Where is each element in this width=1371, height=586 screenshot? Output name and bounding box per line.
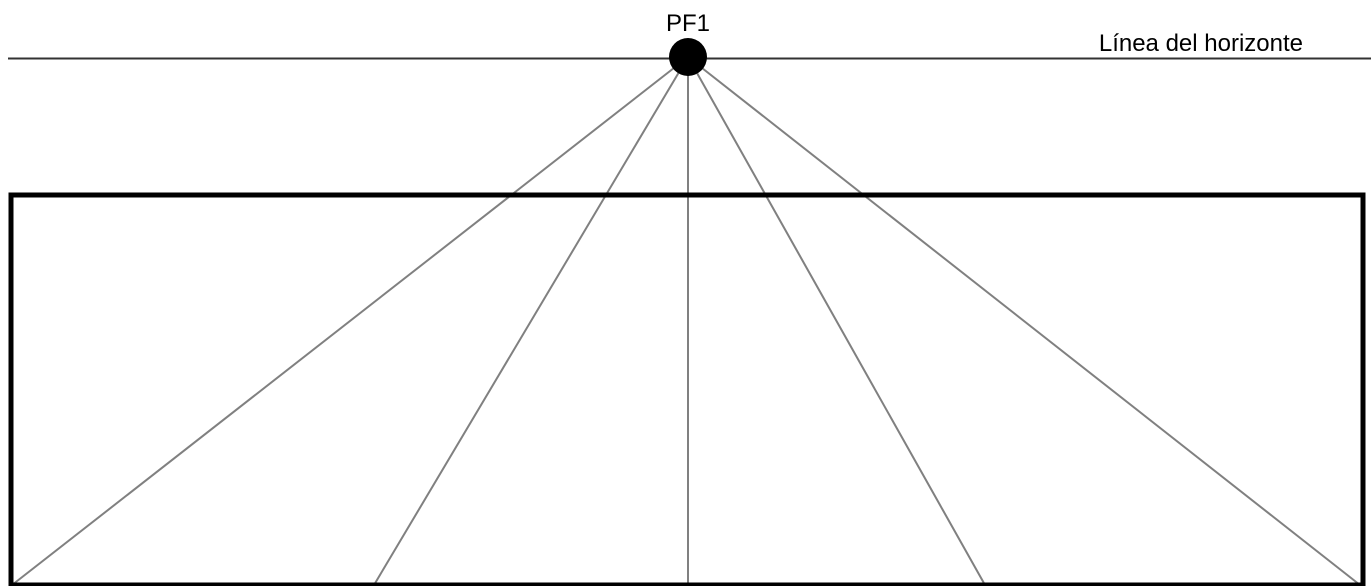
vanishing-point-label: PF1 <box>666 10 710 37</box>
perspective-line-5 <box>687 56 1361 586</box>
perspective-line-1 <box>11 56 689 586</box>
perspective-line-2 <box>373 56 689 586</box>
vanishing-point-marker <box>669 38 707 76</box>
perspective-lines <box>11 56 1361 586</box>
horizon-label: Línea del horizonte <box>1099 30 1303 57</box>
perspective-line-4 <box>687 56 986 586</box>
picture-frame <box>8 192 1366 586</box>
